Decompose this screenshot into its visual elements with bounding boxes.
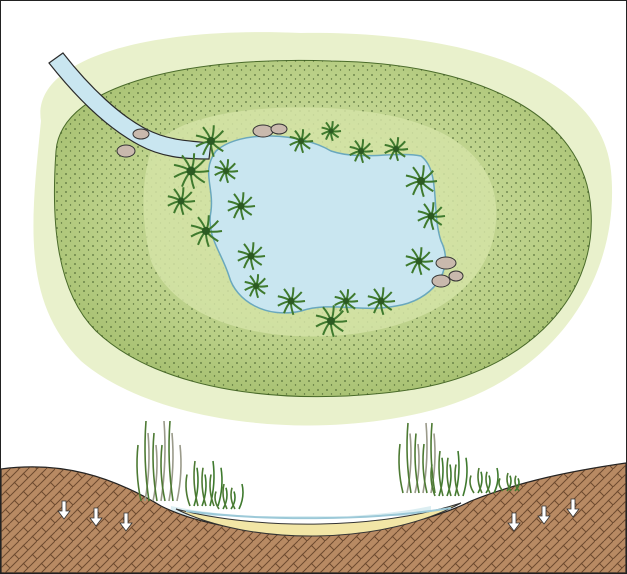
pond-water: [209, 136, 446, 313]
plan-view: [33, 32, 612, 425]
reed-clump: [215, 484, 243, 509]
reed-clump: [431, 451, 467, 496]
stone: [271, 124, 287, 134]
stone: [436, 257, 456, 269]
reed-clump: [137, 421, 181, 501]
stone: [449, 271, 463, 281]
section-plants: [137, 421, 519, 509]
reed-clump: [186, 461, 222, 506]
stone: [432, 275, 450, 287]
stone: [253, 125, 273, 137]
stone: [133, 129, 149, 139]
reed-clump: [399, 423, 435, 493]
cross-section-view: [1, 421, 626, 573]
reed-clump: [470, 468, 498, 493]
stone: [117, 145, 135, 157]
